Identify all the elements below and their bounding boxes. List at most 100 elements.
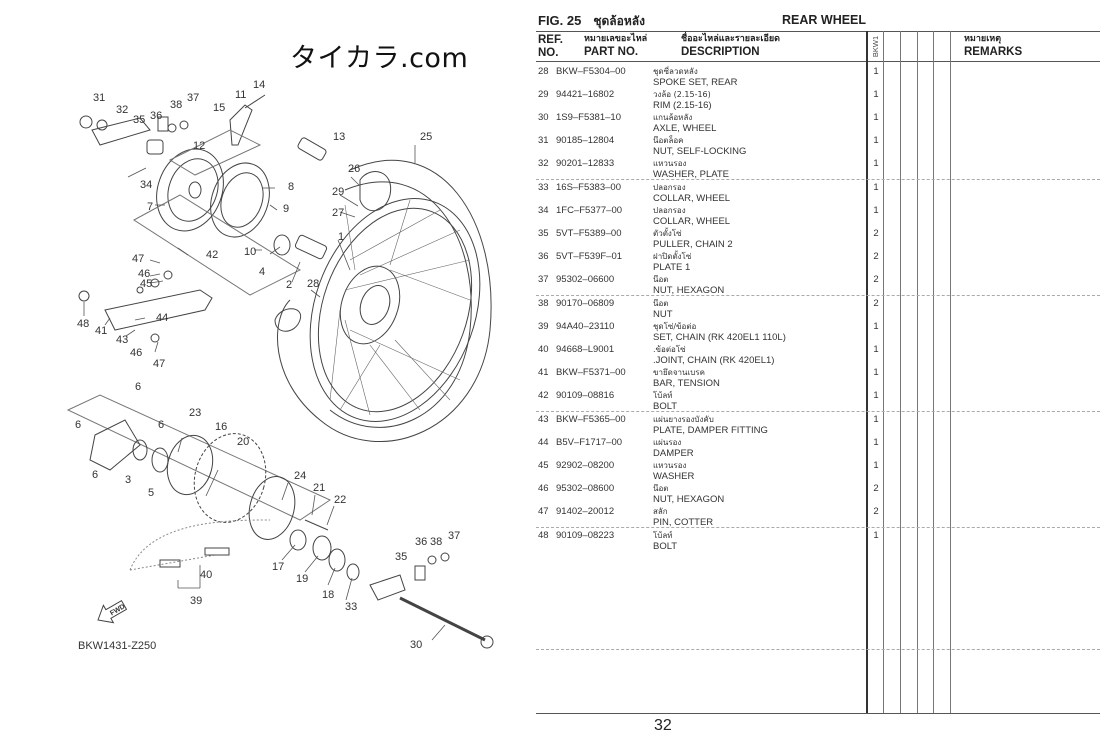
- column-rule: [900, 31, 901, 714]
- quantity: 1: [873, 530, 879, 541]
- callout-number: 11: [235, 89, 246, 101]
- description-english: PULLER, CHAIN 2: [653, 239, 733, 250]
- hub: [339, 265, 401, 345]
- model-code: BKW1: [871, 35, 881, 58]
- description-english: PLATE, DAMPER FITTING: [653, 425, 768, 436]
- quantity: 1: [873, 344, 879, 355]
- part-number: 95302–08600: [556, 483, 615, 494]
- tire-outline: [277, 159, 492, 443]
- header-remarks-thai: หมายเหตุ: [964, 34, 1002, 44]
- callout-number: 5: [148, 487, 154, 499]
- description-thai: ตัวตั้งโซ่: [653, 229, 682, 238]
- callout-number: 45: [140, 278, 152, 290]
- header-no-label: NO.: [538, 47, 559, 59]
- description-thai: น๊อต: [653, 484, 669, 493]
- part-number: BKW–F5365–00: [556, 414, 626, 425]
- ref-number: 37: [538, 274, 549, 285]
- callout-number: 25: [420, 131, 432, 143]
- callout-number: 21: [313, 482, 325, 494]
- quantity: 2: [873, 506, 879, 517]
- part-number: 90170–06809: [556, 298, 615, 309]
- ref-number: 28: [538, 66, 549, 77]
- quantity: 1: [873, 205, 879, 216]
- description-thai: .ข้อต่อโซ่: [653, 345, 686, 354]
- description-english: WASHER, PLATE: [653, 169, 730, 180]
- ref-number: 42: [538, 390, 549, 401]
- quantity: 1: [873, 390, 879, 401]
- callout-number: 48: [77, 318, 89, 330]
- callout-number: 40: [200, 569, 212, 581]
- callout-number: 9: [283, 203, 289, 215]
- part-number: 1S9–F5381–10: [556, 112, 621, 123]
- ref-number: 41: [538, 367, 549, 378]
- group-separator: [536, 649, 1100, 650]
- footer-rule: [536, 713, 1100, 714]
- callout-number: 42: [206, 249, 218, 261]
- sprocket-hub: [166, 434, 214, 496]
- callout-number: 38: [430, 536, 442, 548]
- quantity: 1: [873, 414, 879, 425]
- quantity: 1: [873, 135, 879, 146]
- part-number: 90109–08816: [556, 390, 615, 401]
- description-english: NUT, HEXAGON: [653, 285, 725, 296]
- part-number: 90201–12833: [556, 158, 615, 169]
- group-separator: [536, 295, 1100, 296]
- ref-number: 48: [538, 530, 549, 541]
- ref-number: 43: [538, 414, 549, 425]
- column-rule: [933, 31, 934, 714]
- tension-bar: [104, 289, 213, 331]
- callout-number: 13: [333, 131, 345, 143]
- exploded-view-drawing: FWD 313235363837151114121325262927347891…: [66, 79, 494, 651]
- header-description: ชื่ออะไหล่และรายละเอียด DESCRIPTION: [681, 33, 780, 59]
- column-rule: [950, 31, 951, 714]
- ref-number: 32: [538, 158, 549, 169]
- header-remarks: หมายเหตุ REMARKS: [964, 33, 1022, 59]
- chain: [129, 519, 271, 571]
- callout-number: 6: [75, 419, 81, 431]
- callout-number: 46: [130, 347, 142, 359]
- callout-number: 46: [138, 268, 150, 280]
- description-english: NUT, SELF-LOCKING: [653, 146, 747, 157]
- description-thai: แกนล้อหลัง: [653, 113, 693, 122]
- callout-number: 34: [140, 179, 152, 191]
- quantity: 2: [873, 274, 879, 285]
- description-english: NUT: [653, 309, 673, 320]
- quantity: 2: [873, 298, 879, 309]
- callout-number: 18: [322, 589, 334, 601]
- callout-number: 26: [348, 163, 360, 175]
- description-english: WASHER: [653, 471, 695, 482]
- header-ref-no: REF. NO.: [538, 34, 563, 60]
- callout-number: 33: [345, 601, 357, 613]
- description-thai: แหวนรอง: [653, 159, 687, 168]
- brake-panel: [156, 148, 224, 232]
- description-thai: น๊อต: [653, 299, 669, 308]
- part-number: 90109–08223: [556, 530, 615, 541]
- callout-number: 30: [410, 639, 422, 651]
- group-separator: [536, 179, 1100, 180]
- header-ref-label: REF.: [538, 34, 563, 46]
- description-thai: ชุดซี่ลวดหลัง: [653, 67, 698, 76]
- description-thai: ฝาปิดตั้งโซ่: [653, 252, 692, 261]
- callout-number: 32: [116, 104, 128, 116]
- page-number: 32: [654, 717, 672, 734]
- callout-number: 19: [296, 573, 308, 585]
- group-separator: [536, 527, 1100, 528]
- part-number: 90185–12804: [556, 135, 615, 146]
- callout-number: 24: [294, 470, 306, 482]
- description-thai: สลัก: [653, 507, 668, 516]
- ref-number: 29: [538, 89, 549, 100]
- part-number: 94668–L9001: [556, 344, 615, 355]
- header-bottom-rule: [536, 61, 1100, 62]
- watermark-text: タイカラ.com: [290, 43, 469, 74]
